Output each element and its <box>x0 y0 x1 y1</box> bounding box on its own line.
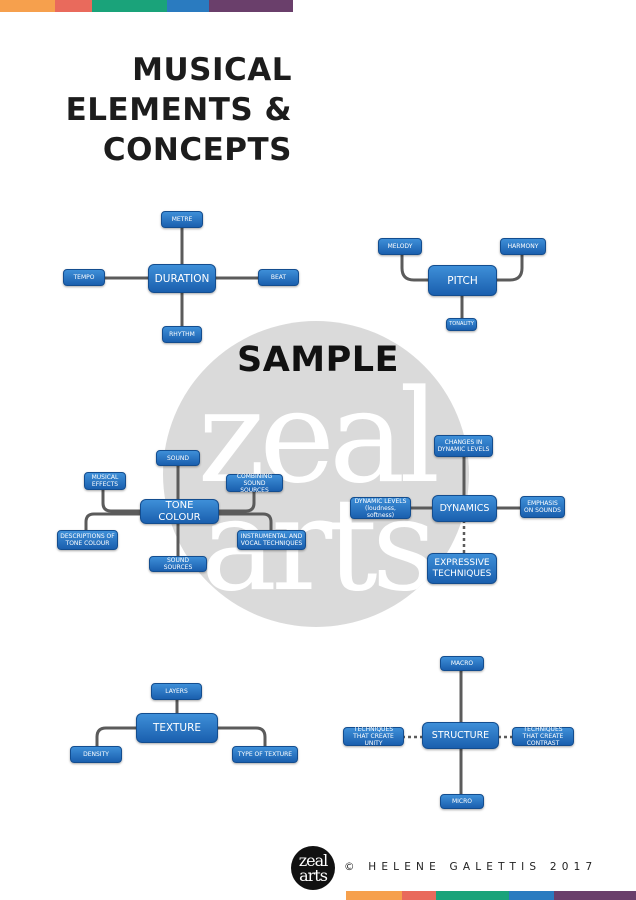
node-emphasis-on-sounds: EMPHASIS ON SOUNDS <box>520 496 565 518</box>
node-layers: LAYERS <box>151 683 202 700</box>
tone-colour-instrumental-connector <box>216 512 273 532</box>
footer-logo: zeal arts <box>291 846 335 890</box>
watermark-logo: zeal arts <box>163 321 469 627</box>
node-texture: TEXTURE <box>136 713 218 743</box>
node-tone-colour: TONE COLOUR <box>140 499 219 524</box>
node-density: DENSITY <box>70 746 122 763</box>
node-techniques-that-create-unity: TECHNIQUES THAT CREATE UNITY <box>343 726 404 747</box>
bottom-stripe-green <box>436 891 509 900</box>
node-melody: MELODY <box>378 238 422 255</box>
node-changes-in-dynamic-levels: CHANGES IN DYNAMIC LEVELS <box>434 435 493 457</box>
node-type-of-texture: TYPE OF TEXTURE <box>232 746 298 763</box>
node-techniques-that-create-contrast: TECHNIQUES THAT CREATE CONTRAST <box>512 726 574 747</box>
footer-copyright: © HELENE GALETTIS 2017 <box>344 861 598 873</box>
node-dynamics: DYNAMICS <box>432 495 497 522</box>
top-stripe-green <box>92 0 167 12</box>
texture-type-connector <box>216 726 267 749</box>
node-sound: SOUND <box>156 450 200 466</box>
node-combining-sound-sources: COMBINING SOUND SOURCES <box>226 473 283 494</box>
tone-colour-combining-connector <box>216 488 256 513</box>
node-tonality: TONALITY <box>446 318 477 331</box>
node-micro: MICRO <box>440 794 484 809</box>
pitch-harmony-connector <box>492 253 524 282</box>
node-descriptions-of-tone-colour: DESCRIPTIONS OF TONE COLOUR <box>57 530 118 550</box>
page-title: MUSICAL ELEMENTS & CONCEPTS <box>66 50 292 170</box>
node-harmony: HARMONY <box>500 238 546 255</box>
node-instrumental-and-vocal-techniques: INSTRUMENTAL AND VOCAL TECHNIQUES <box>237 530 306 550</box>
top-stripe-red <box>55 0 92 12</box>
node-pitch: PITCH <box>428 265 497 296</box>
bottom-stripe-blue <box>509 891 554 900</box>
bottom-stripe-orange <box>346 891 402 900</box>
tone-colour-descriptions-connector <box>84 512 144 532</box>
node-structure: STRUCTURE <box>422 722 499 749</box>
texture-density-connector <box>95 726 140 749</box>
footer-logo-line-1: zeal <box>298 851 329 870</box>
node-musical-effects: MUSICAL EFFECTS <box>84 472 126 490</box>
top-stripe-orange <box>0 0 55 12</box>
bottom-stripe-red <box>402 891 436 900</box>
top-stripe-blue <box>167 0 209 12</box>
node-rhythm: RHYTHM <box>162 326 202 343</box>
footer-logo-line-2: arts <box>299 866 328 885</box>
title-line-1: MUSICAL <box>132 52 292 88</box>
node-metre: METRE <box>161 211 203 228</box>
title-line-2: ELEMENTS & <box>65 92 292 128</box>
top-stripe-purple <box>209 0 293 12</box>
title-line-3: CONCEPTS <box>102 132 292 168</box>
node-sound-sources: SOUND SOURCES <box>149 556 207 572</box>
node-dynamic-levels: DYNAMIC LEVELS (loudness, softness) <box>350 497 411 519</box>
tone-colour-effects-connector <box>101 485 144 513</box>
node-macro: MACRO <box>440 656 484 671</box>
node-beat: BEAT <box>258 269 299 286</box>
node-tempo: TEMPO <box>63 269 105 286</box>
sample-watermark-text: SAMPLE <box>237 340 399 380</box>
node-duration: DURATION <box>148 264 216 293</box>
node-expressive-techniques: EXPRESSIVE TECHNIQUES <box>427 553 497 584</box>
pitch-melody-connector <box>400 253 432 282</box>
bottom-stripe-purple <box>554 891 636 900</box>
